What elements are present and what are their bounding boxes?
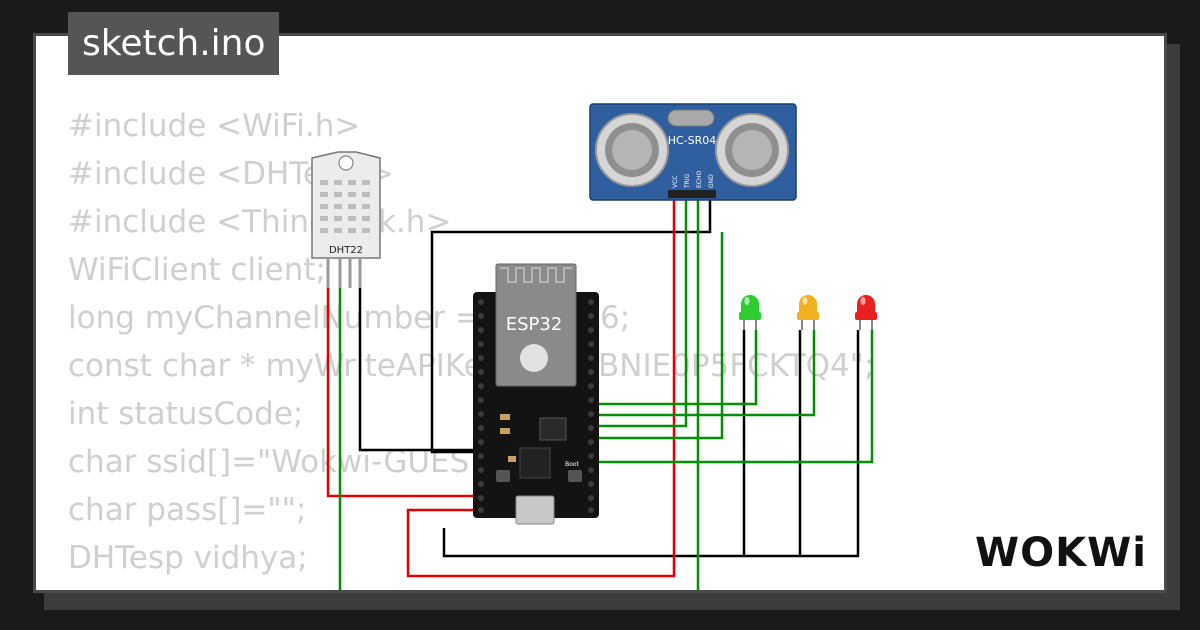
code-line: #include <DHTe bbox=[68, 156, 323, 192]
wokwi-logo: WOKWi bbox=[975, 530, 1147, 576]
code-fragment: BNIE0P5FCKTQ4"; bbox=[598, 348, 875, 384]
pin-label: ECHO bbox=[696, 171, 703, 188]
file-tab[interactable]: sketch.ino bbox=[68, 12, 280, 75]
dht22-sensor[interactable]: DHT22 bbox=[311, 151, 381, 288]
code-line: #include <Thing bbox=[68, 204, 329, 240]
pin-label: TRIG bbox=[684, 173, 691, 189]
wire-gnd-bus bbox=[442, 330, 860, 558]
hc-sr04-sensor[interactable]: HC-SR04 VCC TRIG ECHO GND bbox=[589, 103, 797, 201]
code-fragment: 6; bbox=[600, 300, 630, 336]
wire-led2-signal bbox=[596, 330, 816, 417]
code-fragment: k.h> bbox=[378, 204, 451, 240]
preview-card: #include <WiFi.h> #include <DHTe #includ… bbox=[33, 33, 1167, 593]
circuit-diagram: > k.h> 6; BNIE0P5FCKTQ4"; bbox=[311, 103, 877, 590]
code-line: long myChannelNumber = bbox=[68, 300, 491, 336]
esp32-board[interactable]: ESP32 Boot bbox=[473, 263, 599, 525]
wire-led1-signal bbox=[596, 330, 758, 406]
led-1[interactable] bbox=[739, 295, 761, 330]
boot-label: Boot bbox=[565, 461, 579, 468]
code-line: DHTesp vidhya; bbox=[68, 540, 308, 576]
wire-hc-echo-return bbox=[596, 232, 724, 440]
pin-label: GND bbox=[708, 174, 715, 188]
espressif-logo-icon bbox=[520, 344, 548, 372]
wire-dht-gnd bbox=[358, 288, 474, 452]
wire-led3-signal bbox=[596, 330, 874, 464]
led-3[interactable] bbox=[855, 295, 877, 330]
wire-hc-gnd bbox=[430, 196, 712, 454]
wire-hc-vcc bbox=[406, 196, 676, 578]
code-line: #include <WiFi.h> bbox=[68, 108, 361, 144]
code-line: const char * myWriteAPIKe bbox=[68, 348, 483, 384]
esp32-label: ESP32 bbox=[506, 314, 563, 335]
pin-label: VCC bbox=[672, 176, 679, 188]
code-line: char pass[]=""; bbox=[68, 492, 307, 528]
code-line: int statusCode; bbox=[68, 396, 304, 432]
code-line: T bbox=[68, 582, 491, 590]
dht22-label: DHT22 bbox=[329, 245, 363, 256]
wire-hc-trig bbox=[596, 196, 688, 428]
hc-sr04-label: HC-SR04 bbox=[668, 134, 717, 147]
wires bbox=[326, 196, 874, 590]
code-line: WiFiClient client; bbox=[68, 252, 326, 288]
code-background: #include <WiFi.h> #include <DHTe #includ… bbox=[68, 102, 491, 590]
wire-dht-vcc bbox=[326, 288, 474, 498]
led-2[interactable] bbox=[797, 295, 819, 330]
led-group bbox=[739, 295, 877, 330]
